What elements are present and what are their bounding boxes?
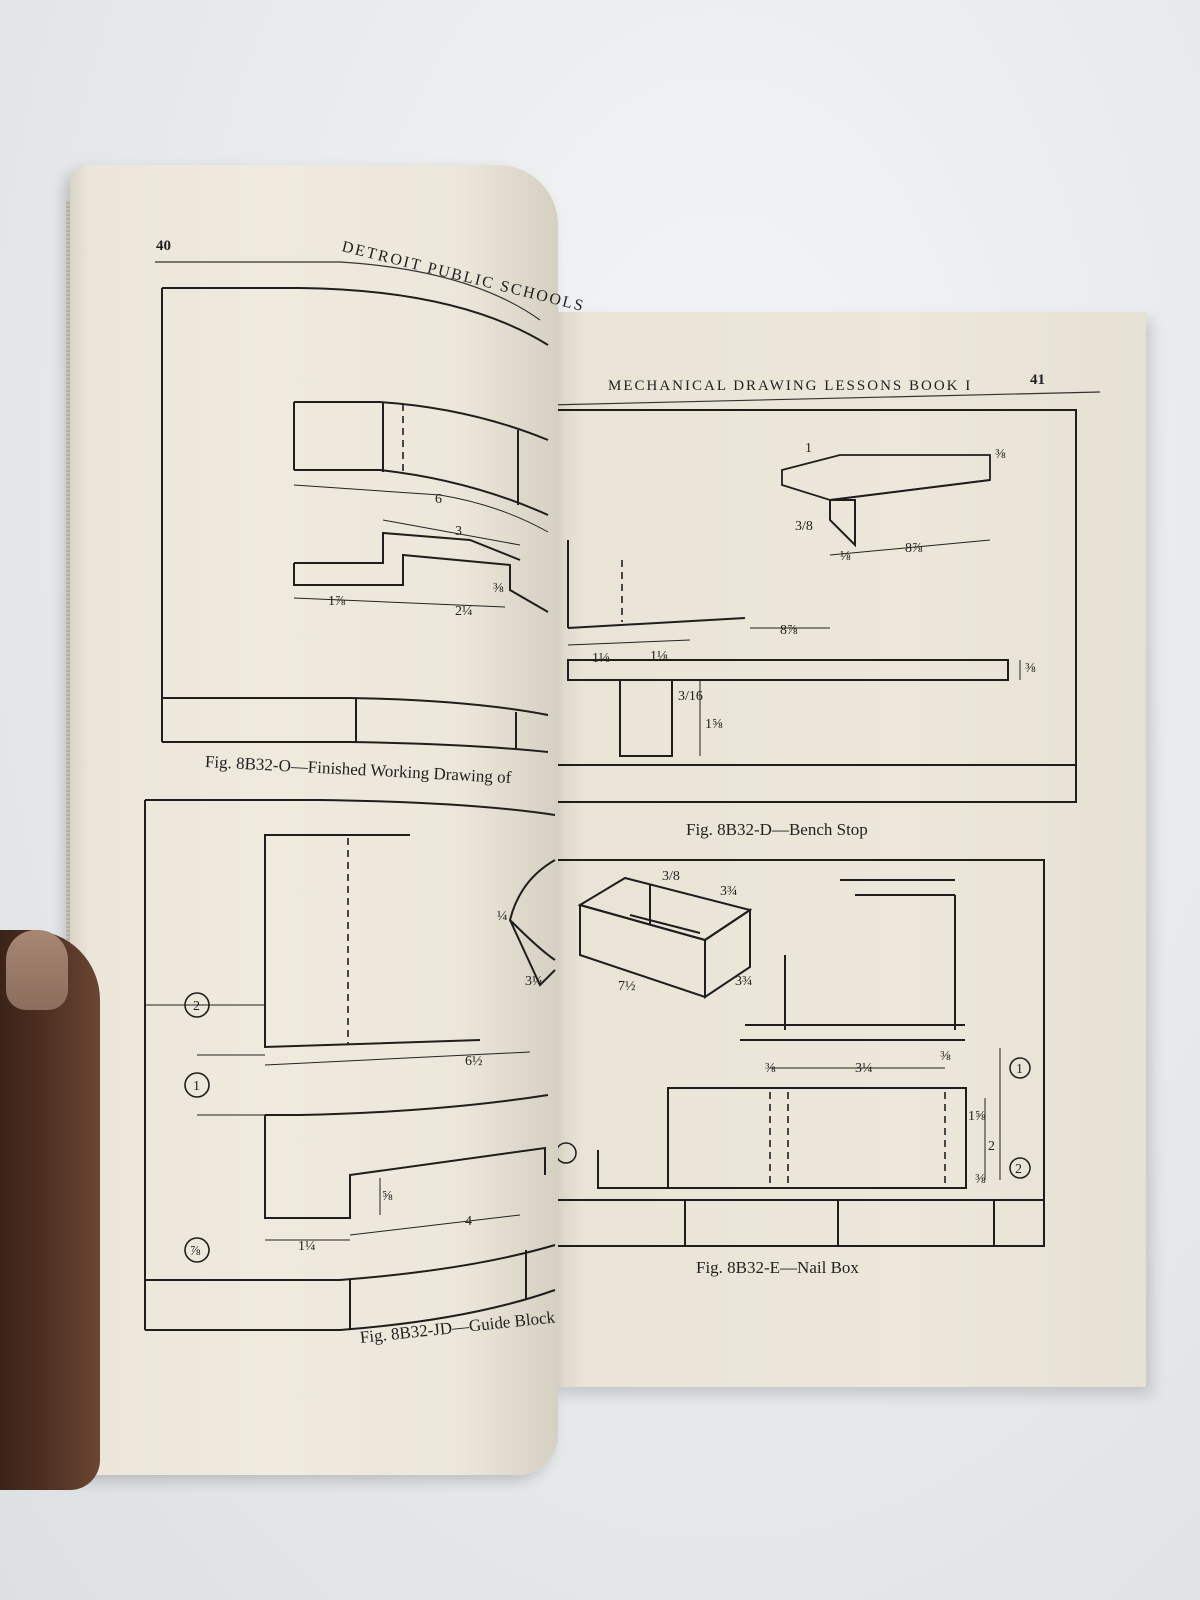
caption-nail-box: Fig. 8B32-E—Nail Box	[696, 1258, 859, 1277]
hand	[0, 930, 100, 1490]
right-page-number: 41	[1030, 372, 1045, 388]
caption-bench-stop: Fig. 8B32-D—Bench Stop	[686, 820, 868, 839]
left-page-number: 40	[156, 238, 171, 254]
left-page	[70, 165, 558, 1475]
right-page	[548, 312, 1146, 1387]
thumb-nail	[6, 930, 68, 1010]
right-running-head: MECHANICAL DRAWING LESSONS BOOK I	[608, 378, 973, 394]
